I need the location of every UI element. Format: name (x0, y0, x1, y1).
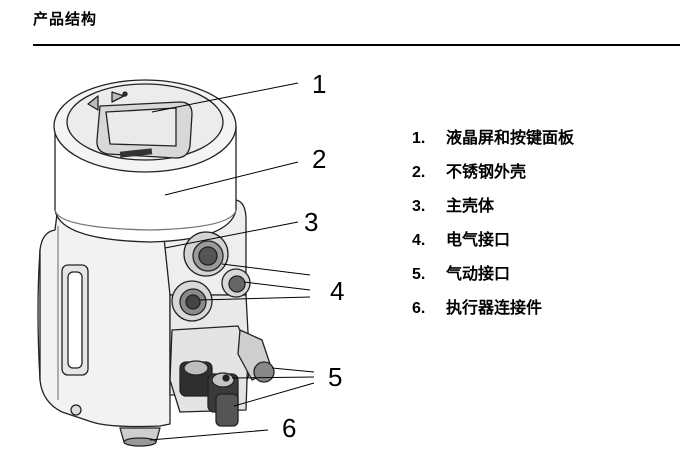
legend-text: 不锈钢外壳 (446, 162, 527, 181)
button-left (87, 95, 99, 111)
callout-1: 1 (312, 69, 327, 99)
header-divider (33, 44, 680, 46)
electrical-connector-b (221, 268, 251, 298)
electrical-connector-a (183, 231, 229, 277)
legend-number: 1. (412, 130, 426, 147)
electrical-connector-c (171, 280, 213, 322)
product-illustration (37, 79, 315, 447)
legend-text: 电气接口 (446, 230, 511, 249)
callout-6: 6 (282, 413, 297, 443)
button-right (111, 91, 125, 103)
legend-number: 5. (412, 266, 426, 283)
legend-number: 2. (412, 164, 426, 181)
legend-item: 2. 不锈钢外壳 (412, 158, 574, 192)
legend-text: 主壳体 (446, 196, 495, 215)
callout-2: 2 (312, 144, 327, 174)
legend-item: 5. 气动接口 (412, 260, 574, 294)
leader-lines (149, 82, 315, 441)
parts-legend: 1. 液晶屏和按键面板 2. 不锈钢外壳 3. 主壳体 4. 电气接口 5. 气动接口 6… (412, 124, 574, 328)
callout-5: 5 (328, 362, 343, 392)
legend-number: 4. (412, 232, 426, 249)
callout-3: 3 (304, 207, 319, 237)
legend-text: 液晶屏和按键面板 (446, 128, 575, 147)
legend-number: 6. (412, 300, 426, 317)
legend-item: 4. 电气接口 (412, 226, 574, 260)
callout-4: 4 (330, 276, 345, 306)
pneumatic-fitting-d (215, 393, 239, 427)
page-title: 产品结构 (33, 10, 98, 28)
legend-item: 6. 执行器连接件 (412, 294, 574, 328)
pneumatic-fitting-a (237, 329, 275, 383)
legend-item: 3. 主壳体 (412, 192, 574, 226)
pneumatic-fitting-b (179, 360, 213, 397)
legend-item: 1. 液晶屏和按键面板 (412, 124, 574, 158)
legend-text: 气动接口 (446, 264, 511, 283)
legend-number: 3. (412, 198, 426, 215)
legend-text: 执行器连接件 (446, 298, 543, 317)
